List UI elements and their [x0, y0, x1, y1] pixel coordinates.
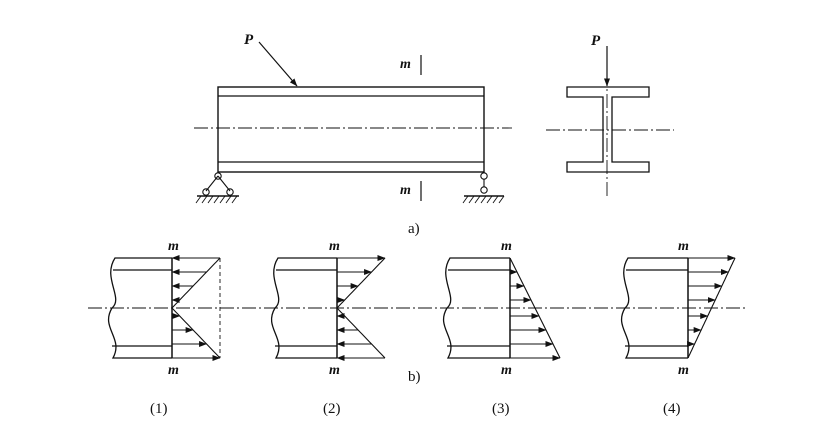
load-arrow — [258, 41, 298, 87]
case-number-1: (1) — [150, 401, 168, 417]
pin-support-left — [195, 172, 239, 204]
case-3-mark-bottom: m — [501, 363, 512, 378]
stress-diagram-1 — [107, 255, 221, 361]
roller-support-right — [462, 172, 505, 204]
case-1-mark-bottom: m — [168, 363, 179, 378]
case-2-mark-top: m — [329, 239, 340, 254]
case-2-mark-bottom: m — [329, 363, 340, 378]
section-mark-bottom: m — [400, 183, 411, 198]
case-number-4: (4) — [663, 401, 681, 417]
case-4-mark-top: m — [678, 239, 689, 254]
part-b-caption: b) — [408, 369, 421, 385]
stress-diagram-2 — [270, 255, 386, 361]
case-1-mark-top: m — [168, 239, 179, 254]
i-section-outline — [566, 86, 650, 173]
load-label: P — [244, 32, 254, 48]
i-section-cross-section: P — [546, 33, 674, 196]
stress-diagram-3 — [442, 257, 561, 361]
case-number-2: (2) — [323, 401, 341, 417]
part-a-caption: a) — [408, 221, 420, 237]
case-3-mark-top: m — [501, 239, 512, 254]
section-mark-top: m — [400, 57, 411, 72]
section-load-label: P — [591, 33, 601, 49]
case-4-mark-bottom: m — [678, 363, 689, 378]
part-b-stress-diagrams — [88, 255, 748, 361]
part-a-beam-elevation: P m m — [194, 32, 512, 204]
case-number-3: (3) — [492, 401, 510, 417]
stress-diagram-4 — [620, 255, 736, 359]
beam-body — [217, 86, 485, 173]
